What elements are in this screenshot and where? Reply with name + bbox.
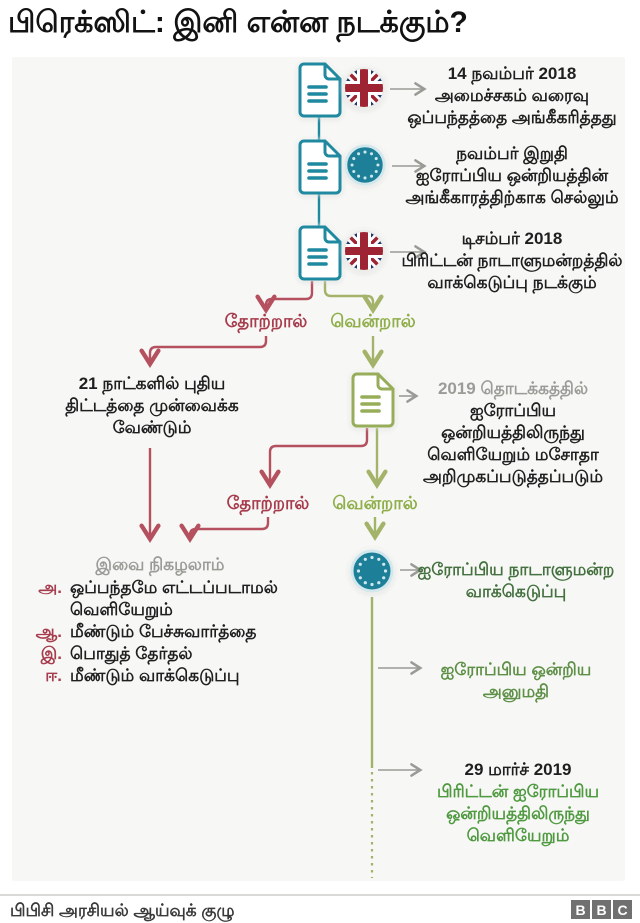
step3-text: டிசம்பர் 2018 பிரிட்டன் நாடாளுமன்றத்தில்… [396,228,628,294]
uk-flag-icon [342,229,386,278]
branch1-fail-label: தோற்றால் [224,311,308,331]
bbc-logo-letter: B [592,900,611,919]
outcomes-heading: இவை நிகழலாம் [95,555,225,574]
step3-line2: பிரிட்டன் நாடாளுமன்றத்தில் [401,251,623,270]
list-item: ஆ. மீண்டும் பேச்சுவார்த்தை [30,621,360,643]
step3-line1: டிசம்பர் 2018 [461,229,563,248]
step1-line3: ஒப்பந்தத்தை அங்கீகரித்தது [407,108,617,127]
eu-flag-icon [348,547,396,600]
page-title: பிரெக்ஸிட்: இனி என்ன நடக்கும்? [8,6,468,39]
bbc-logo-letter: B [571,900,590,919]
eu-vote-line2: வாக்கெடுப்பு [465,582,567,601]
fail1-text: 21 நாட்களில் புதிய திட்டத்தை முன்வைக்க வ… [58,373,246,439]
branch1-win-label: வென்றால் [330,311,416,331]
bbc-logo: B B C [571,900,632,919]
list-item: அ. ஒப்பந்தமே எட்டப்படாமல் வெளியேறும் [30,577,360,621]
outcome-text: பொதுத் தேர்தல் [70,644,193,663]
footer-credit: பிபிசி அரசியல் ஆய்வுக் குழு [10,901,235,920]
exit-date: 29 மார்ச் 2019 [464,760,572,779]
win1-line1: ஐரோப்பிய [469,401,557,420]
uk-flag-icon [342,66,386,115]
outcome-text: மீண்டும் பேச்சுவார்த்தை [70,622,257,641]
outcome-text: ஒப்பந்தமே எட்டப்படாமல் வெளியேறும் [70,578,278,619]
eu-vote-line1: ஐரோப்பிய நாடாளுமன்ற [417,560,615,579]
win1-line4: அறிமுகப்படுத்தப்படும் [422,467,604,486]
branch2-win-label: வென்றால் [332,493,418,513]
fail1-line2: திட்டத்தை முன்வைக்க [65,396,239,415]
step3-line3: வாக்கெடுப்பு நடக்கும் [427,273,597,292]
eu-approval-text: ஐரோப்பிய ஒன்றிய அனுமதி [420,659,612,703]
win1-muted-line: 2019 தொடக்கத்தில் [437,379,589,398]
fail1-line3: வேண்டும் [112,418,192,437]
outcome-marker: ஈ. [45,666,62,685]
connector-split1-win [323,281,384,314]
fail1-line1: 21 நாட்களில் புதிய [78,374,226,393]
step2-text: நவம்பர் இறுதி ஐரோப்பிய ஒன்றியத்தின் அங்க… [396,143,628,209]
exit-text: 29 மார்ச் 2019 பிரிட்டன் ஐரோப்பிய ஒன்றிய… [420,759,616,847]
step2-line3: அங்கீகாரத்திற்காக செல்லும் [405,188,619,207]
exit-line2: ஒன்றியத்திலிருந்து [446,804,590,823]
connector-split1-fail [255,281,314,314]
connector-split2-fail [259,428,369,489]
step1-line2: அமைச்சகம் வரைவு [434,86,590,105]
step2-line1: நவம்பர் இறுதி [456,144,568,163]
outcomes-list: அ. ஒப்பந்தமே எட்டப்படாமல் வெளியேறும் ஆ. … [30,577,360,687]
document-icon-green [347,371,397,434]
exit-line3: வெளியேறும் [466,826,570,845]
outcome-marker: இ. [40,644,62,663]
win1-line2: ஒன்றியத்திலிருந்து [441,423,585,442]
document-icon [294,224,344,287]
connector-fail1 [139,336,268,368]
connector-fail2-to-outcomes [179,517,270,543]
eu-flag-icon [342,142,388,193]
step1-line1: 14 நவம்பர் 2018 [447,64,577,83]
eu-approval-line2: அனுமதி [482,682,550,701]
exit-line1: பிரிட்டன் ஐரோப்பிய [436,782,600,801]
outcome-marker: அ. [38,578,62,597]
win1-text: 2019 தொடக்கத்தில் ஐரோப்பிய ஒன்றியத்திலிர… [400,378,626,488]
document-icon [294,61,344,124]
list-item: ஈ. மீண்டும் வாக்கெடுப்பு [30,665,360,687]
document-icon [294,138,344,201]
step2-line2: ஐரோப்பிய ஒன்றியத்தின் [415,166,609,185]
step1-text: 14 நவம்பர் 2018 அமைச்சகம் வரைவு ஒப்பந்தத… [396,63,628,129]
list-item: இ. பொதுத் தேர்தல் [30,643,360,665]
outcome-marker: ஆ. [35,622,62,641]
bbc-logo-letter: C [613,900,632,919]
eu-vote-text: ஐரோப்பிய நாடாளுமன்ற வாக்கெடுப்பு [410,559,622,603]
footer-divider [0,894,640,896]
win1-line3: வெளியேறும் மசோதா [427,445,599,464]
outcome-text: மீண்டும் வாக்கெடுப்பு [70,666,240,685]
branch2-fail-label: தோற்றால் [226,493,310,513]
eu-approval-line1: ஐரோப்பிய ஒன்றிய [440,660,592,679]
